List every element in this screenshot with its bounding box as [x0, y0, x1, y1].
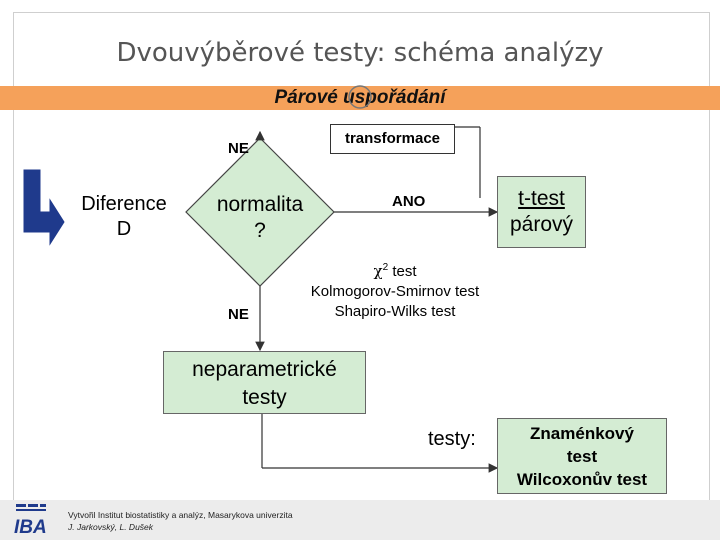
subtitle-bar	[0, 86, 720, 110]
iba-logo-graphic	[16, 504, 46, 511]
nonparam-line1: neparametrické	[192, 358, 337, 381]
subtitle-ornament	[348, 85, 372, 109]
nonparam-box: neparametrické testy	[163, 351, 366, 414]
footer: IBA Vytvořil Institut biostatistiky a an…	[0, 500, 720, 540]
transform-box: transformace	[330, 124, 455, 154]
transform-label: transformace	[344, 130, 441, 147]
iba-logo-text: IBA	[14, 517, 47, 538]
chi-text: test	[392, 263, 417, 280]
ttest-box: t-test párový	[497, 176, 586, 248]
sign-line1: Znaménkový	[530, 424, 634, 443]
decision-label-line1: normalita	[216, 193, 304, 216]
nonparam-line2: testy	[242, 386, 287, 409]
yes-label: ANO	[392, 193, 426, 210]
footer-line1: Vytvořil Institut biostatistiky a analýz…	[68, 510, 293, 520]
sign-line2: test	[566, 447, 598, 466]
normality-tests: χ2 test Kolmogorov-Smirnov test Shapiro-…	[280, 258, 510, 322]
ttest-line1: t-test	[518, 187, 565, 210]
no-label-bottom: NE	[228, 306, 249, 323]
wilcoxon-line: Wilcoxonův test	[516, 470, 648, 489]
input-arrow-icon	[23, 169, 65, 246]
ks-test: Kolmogorov-Smirnov test	[310, 283, 480, 300]
ttest-line2: párový	[509, 213, 574, 236]
tests-label: testy:	[428, 428, 476, 450]
sw-test: Shapiro-Wilks test	[334, 303, 456, 320]
sign-test-box: Znaménkový test Wilcoxonův test	[497, 418, 667, 494]
chi-square-test: χ2 test	[280, 258, 510, 282]
decision-label-line2: ?	[254, 219, 266, 242]
subtitle: Párové uspořádání	[274, 87, 446, 108]
decision-label: normalita ?	[200, 192, 320, 244]
footer-line2: J. Jarkovský, L. Dušek	[68, 522, 154, 532]
chi-symbol: χ	[373, 262, 383, 280]
chi-sup: 2	[382, 262, 389, 273]
page-title: Dvouvýběrové testy: schéma analýzy	[116, 38, 604, 68]
input-label-line2: D	[116, 218, 132, 240]
no-label-top: NE	[228, 140, 249, 157]
input-label-line1: Diference	[81, 193, 167, 215]
input-label: Diference D	[64, 192, 184, 242]
